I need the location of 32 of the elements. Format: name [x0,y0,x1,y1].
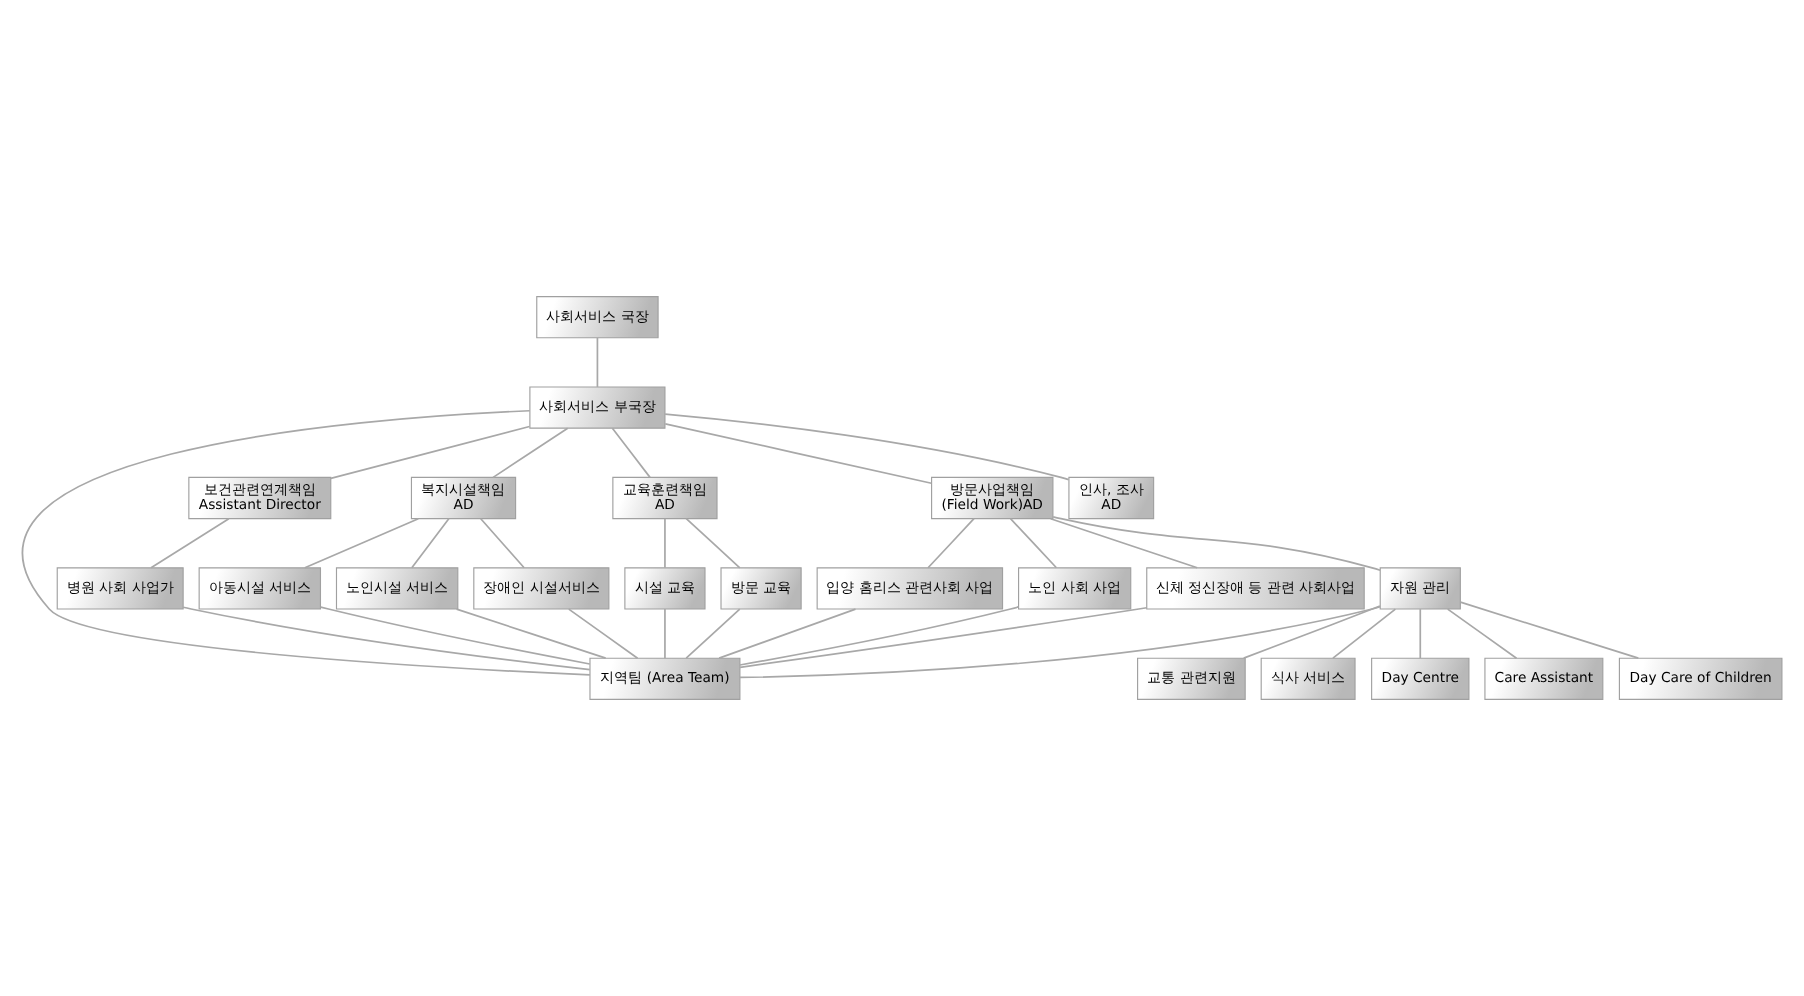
connector [739,606,1020,666]
connector [739,606,1148,669]
connector [182,606,591,671]
connector [664,413,1070,481]
connector [492,427,569,479]
connector [304,517,420,569]
connector [1419,608,1422,660]
connector [329,425,531,480]
connector [1332,608,1397,660]
connector [664,423,933,485]
connector [479,517,525,569]
connector [567,608,639,660]
connector [23,409,591,676]
connector [1446,608,1518,660]
connector [1049,517,1199,569]
connector [685,608,741,660]
connector [319,606,591,665]
connector [596,337,599,388]
connector [1052,515,1381,572]
connector [927,517,975,569]
connector [1459,601,1640,659]
connector [150,517,230,569]
connector [455,608,607,660]
connector [1242,605,1381,659]
connector [664,608,666,660]
connector [739,605,1381,679]
connector [685,517,741,569]
connector [611,427,651,479]
connector [410,517,450,569]
connector [718,608,857,660]
connector [664,517,666,569]
connector [1009,517,1058,569]
